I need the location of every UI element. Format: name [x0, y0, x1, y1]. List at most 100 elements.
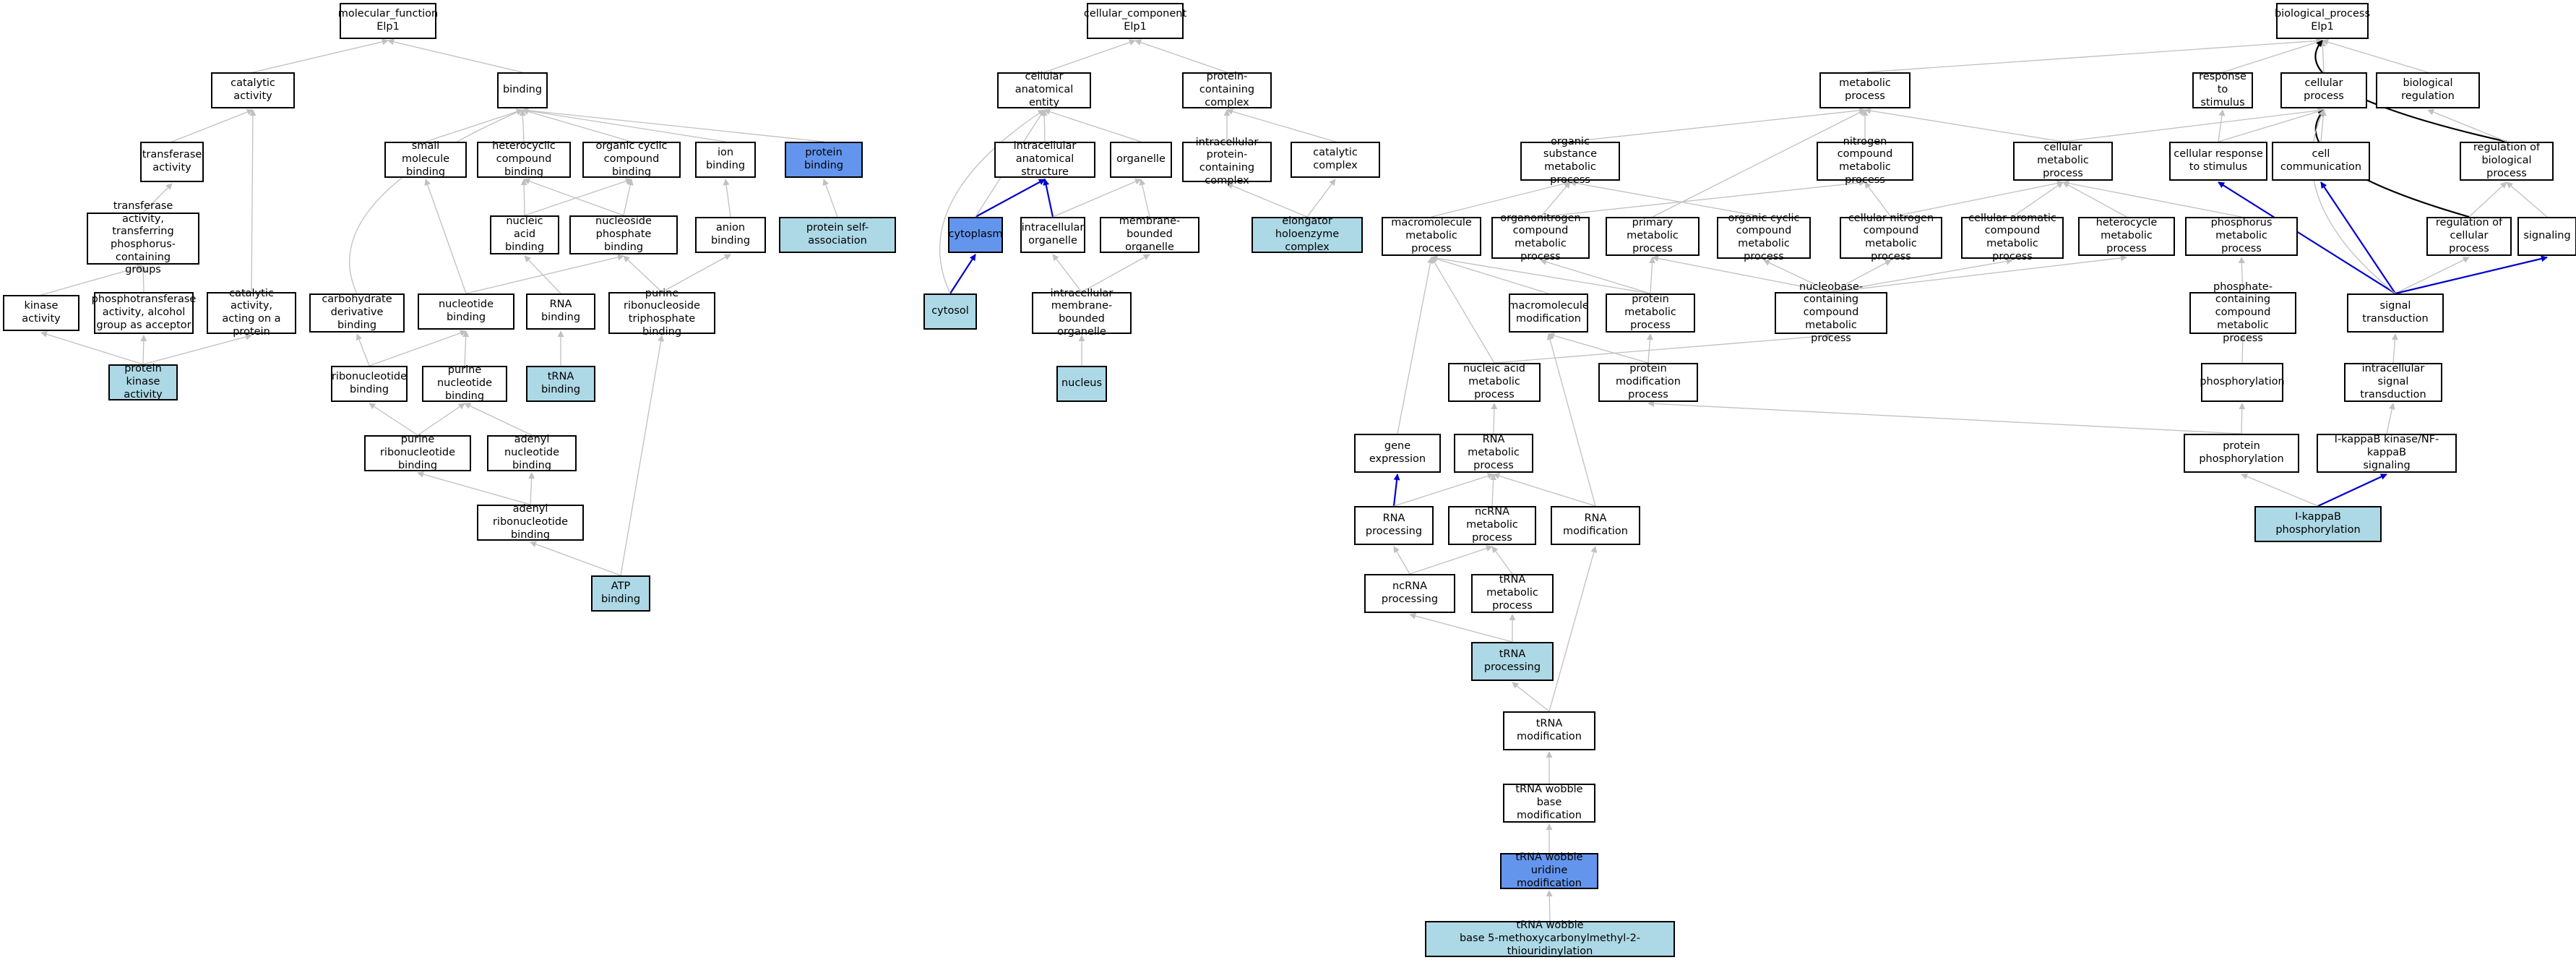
- node-protein-metabolic-process[interactable]: protein metabolic process: [1606, 293, 1695, 333]
- node-signaling[interactable]: signaling: [2517, 217, 2576, 256]
- node-membrane-bounded-organelle[interactable]: membrane-bounded organelle: [1100, 215, 1199, 253]
- node-phosphate-containing-cmp[interactable]: phosphate-containing compound metabolic …: [2189, 281, 2296, 344]
- node-gene-expression[interactable]: gene expression: [1354, 434, 1441, 473]
- node-organic-cyclic-binding[interactable]: organic cyclic compound binding: [582, 140, 681, 178]
- node-rna-metabolic-process[interactable]: RNA metabolic process: [1454, 434, 1533, 473]
- node-carbohydrate-binding[interactable]: carbohydrate derivative binding: [309, 293, 405, 333]
- node-trna-processing[interactable]: tRNA processing: [1471, 642, 1554, 681]
- node-transferase-phos[interactable]: transferase activity, transferring phosp…: [87, 200, 199, 275]
- node-catalytic-protein[interactable]: catalytic activity, acting on a protein: [207, 288, 296, 338]
- edge-nucleobase_cmp-to-cellular_nitrogen_cmp: [1830, 260, 1892, 293]
- node-signal-transduction[interactable]: signal transduction: [2347, 293, 2444, 333]
- node-cytosol[interactable]: cytosol: [923, 293, 977, 330]
- node-trna-metabolic-process[interactable]: tRNA metabolic process: [1471, 574, 1554, 613]
- edge-phosphorylation-to-phosphate_containing_cmp: [2239, 335, 2247, 364]
- node-cc-root[interactable]: cellular_component Elp1: [1084, 3, 1186, 39]
- node-rna-modification[interactable]: RNA modification: [1551, 506, 1640, 545]
- node-macromolecule-mp[interactable]: macromolecule metabolic process: [1382, 217, 1481, 256]
- node-transferase-activity[interactable]: transferase activity: [140, 142, 204, 182]
- edge-cellular_metabolic_process-to-cellular_process: [2062, 107, 2325, 142]
- node-nucleic-acid-binding[interactable]: nucleic acid binding: [490, 215, 559, 254]
- node-macromolecule-modification[interactable]: macromolecule modification: [1508, 293, 1589, 333]
- node-trna-wobble-base-mod[interactable]: tRNA wobble base modification: [1503, 784, 1595, 823]
- node-cellular-response-to-stimulus[interactable]: cellular response to stimulus: [2169, 142, 2267, 181]
- node-ncrna-metabolic-process[interactable]: ncRNA metabolic process: [1448, 506, 1536, 545]
- node-cellular-anatomical-entity[interactable]: cellular anatomical entity: [997, 71, 1091, 108]
- node-nucleoside-phosphate-binding[interactable]: nucleoside phosphate binding: [569, 215, 678, 254]
- node-ribonucleotide-binding[interactable]: ribonucleotide binding: [331, 366, 408, 402]
- node-intracellular-anatomical-structure[interactable]: intracellular anatomical structure: [994, 140, 1095, 178]
- node-cell-communication[interactable]: cell communication: [2272, 142, 2370, 181]
- edge-intracellular_organelle-to-organelle: [1052, 179, 1142, 218]
- node-rna-binding[interactable]: RNA binding: [526, 293, 595, 330]
- node-nitrogen-compound-mp[interactable]: nitrogen compound metabolic process: [1817, 136, 1913, 186]
- node-nucleus[interactable]: nucleus: [1056, 366, 1107, 402]
- node-purine-ribonucleoside-tp-binding[interactable]: purine ribonucleoside triphosphate bindi…: [608, 288, 715, 338]
- node-atp-binding[interactable]: ATP binding: [591, 575, 650, 612]
- node-metabolic-process[interactable]: metabolic process: [1819, 72, 1911, 108]
- node-organonitrogen-cmp[interactable]: organonitrogen compound metabolic proces…: [1491, 213, 1590, 262]
- node-ion-binding[interactable]: ion binding: [695, 142, 756, 178]
- node-catalytic-complex[interactable]: catalytic complex: [1291, 142, 1380, 178]
- node-cellular-metabolic-process[interactable]: cellular metabolic process: [2013, 142, 2113, 181]
- node-cytoplasm[interactable]: cytoplasm: [948, 217, 1003, 253]
- node-catalytic-activity[interactable]: catalytic activity: [211, 72, 295, 108]
- node-nucleobase-cmp[interactable]: nucleobase-containing compound metabolic…: [1775, 281, 1887, 344]
- node-protein-kinase[interactable]: protein kinase activity: [108, 363, 178, 400]
- node-cellular-aromatic-cmp[interactable]: cellular aromatic compound metabolic pro…: [1961, 213, 2064, 262]
- node-trna-wobble-uridine-mod[interactable]: tRNA wobble uridine modification: [1500, 852, 1598, 889]
- edge-intracellular_anatomical_structure-to-cellular_anatomical_entity: [1041, 109, 1048, 142]
- node-heterocyclic-binding[interactable]: heterocyclic compound binding: [477, 140, 571, 178]
- edge-regulation_of_bp-to-biological_regulation: [2427, 108, 2507, 142]
- node-intracellular-organelle[interactable]: intracellular organelle: [1020, 217, 1085, 253]
- edge-elongator_complex-to-intracellular_protein_complex: [1226, 182, 1308, 218]
- node-intracellular-protein-complex[interactable]: intracellular protein-containing complex: [1182, 137, 1272, 187]
- node-cellular-process[interactable]: cellular process: [2280, 72, 2367, 108]
- node-kinase-activity[interactable]: kinase activity: [3, 295, 79, 331]
- edge-trna_wobble_5mcm-to-trna_wobble_uridine_mod: [1546, 890, 1553, 922]
- node-phosphorylation[interactable]: phosphorylation: [2200, 363, 2285, 402]
- node-protein-self-association[interactable]: protein self-association: [779, 217, 896, 253]
- node-nucleic-acid-mp[interactable]: nucleic acid metabolic process: [1448, 363, 1541, 402]
- node-trna-modification[interactable]: tRNA modification: [1503, 711, 1595, 750]
- node-organic-cyclic-cmp[interactable]: organic cyclic compound metabolic proces…: [1717, 213, 1811, 262]
- node-mf-root[interactable]: molecular_function Elp1: [338, 3, 438, 39]
- node-protein-modification-process[interactable]: protein modification process: [1598, 363, 1698, 402]
- node-cellular-nitrogen-cmp[interactable]: cellular nitrogen compound metabolic pro…: [1840, 213, 1942, 262]
- node-phosphorus-mp[interactable]: phosphorus metabolic process: [2185, 217, 2298, 256]
- node-trna-binding[interactable]: tRNA binding: [526, 366, 595, 402]
- node-ikappab-nfkb-signaling[interactable]: I-kappaB kinase/NF-kappaB signaling: [2317, 434, 2457, 473]
- node-purine-nucleotide-binding[interactable]: purine nucleotide binding: [422, 364, 507, 402]
- node-nucleotide-binding[interactable]: nucleotide binding: [418, 293, 514, 330]
- node-binding[interactable]: binding: [497, 72, 548, 108]
- node-intracellular-signal-transduction[interactable]: intracellular signal transduction: [2344, 363, 2442, 402]
- node-organic-substance-mp[interactable]: organic substance metabolic process: [1520, 136, 1620, 186]
- edge-protein_kinase-to-catalytic_protein: [142, 333, 252, 365]
- node-adenyl-nucleotide-binding[interactable]: adenyl nucleotide binding: [487, 434, 577, 471]
- edge-phosphate_containing_cmp-to-phosphorus_mp: [2238, 257, 2245, 293]
- node-protein-containing-complex[interactable]: protein-containing complex: [1182, 71, 1272, 108]
- edge-protein_metabolic_process-to-primary_metabolic_process: [1649, 257, 1656, 294]
- node-protein-phosphorylation[interactable]: protein phosphorylation: [2184, 434, 2299, 473]
- node-bp-root[interactable]: biological_process Elp1: [2275, 3, 2370, 39]
- node-purine-ribonucleotide-binding[interactable]: purine ribonucleotide binding: [364, 434, 471, 471]
- node-response-to-stimulus[interactable]: response to stimulus: [2192, 71, 2253, 108]
- node-biological-regulation[interactable]: biological regulation: [2376, 72, 2480, 108]
- node-heterocycle-mp[interactable]: heterocycle metabolic process: [2078, 217, 2175, 256]
- node-organelle[interactable]: organelle: [1110, 142, 1172, 178]
- node-ikappab-phosphorylation[interactable]: I-kappaB phosphorylation: [2254, 506, 2382, 542]
- node-protein-binding[interactable]: protein binding: [785, 142, 863, 178]
- node-ncrna-processing[interactable]: ncRNA processing: [1364, 574, 1455, 613]
- node-regulation-of-bp[interactable]: regulation of biological process: [2460, 142, 2554, 181]
- node-regulation-of-cellular-process[interactable]: regulation of cellular process: [2426, 217, 2512, 256]
- node-rna-processing[interactable]: RNA processing: [1354, 506, 1434, 545]
- node-adenyl-ribonucleotide-binding[interactable]: adenyl ribonucleotide binding: [477, 503, 584, 541]
- node-phosphotransferase[interactable]: phosphotransferase activity, alcohol gro…: [92, 292, 196, 334]
- edge-rna_modification-to-macromolecule_modification: [1546, 333, 1596, 507]
- node-elongator-complex[interactable]: elongator holoenzyme complex: [1252, 215, 1363, 253]
- node-intracellular-mb-organelle[interactable]: intracellular membrane-bounded organelle: [1032, 288, 1132, 338]
- node-primary-metabolic-process[interactable]: primary metabolic process: [1606, 217, 1700, 256]
- node-small-molecule-binding[interactable]: small molecule binding: [384, 140, 467, 178]
- node-anion-binding[interactable]: anion binding: [695, 217, 766, 253]
- node-trna-wobble-5mcm[interactable]: tRNA wobble base 5-methoxycarbonylmethyl…: [1425, 920, 1675, 957]
